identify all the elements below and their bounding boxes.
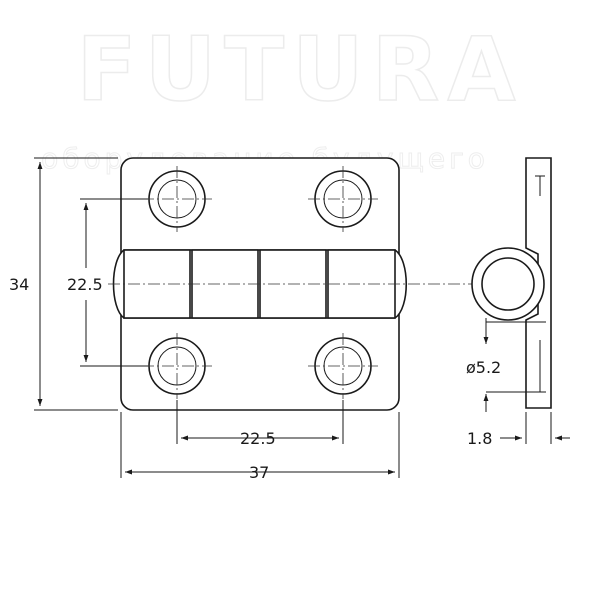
hinge-side-view bbox=[471, 157, 552, 409]
dimension-width-label: 37 bbox=[249, 463, 269, 482]
dimension-hole-spacing-vertical: 22.5 bbox=[67, 198, 148, 367]
dimension-width: 37 bbox=[120, 412, 400, 482]
dimension-height-label: 34 bbox=[9, 275, 29, 294]
knuckle-inner-circle bbox=[481, 257, 535, 311]
dimension-thickness: 1.8 bbox=[467, 412, 570, 448]
hinge-front-view bbox=[108, 157, 548, 411]
dimension-hole-diameter-label: ø5.2 bbox=[466, 358, 501, 377]
dimension-hole-diameter: ø5.2 bbox=[466, 318, 546, 412]
dimension-hole-spacing-vertical-label: 22.5 bbox=[67, 275, 103, 294]
dimension-hole-spacing-horizontal: 22.5 bbox=[176, 400, 344, 448]
dimension-thickness-label: 1.8 bbox=[467, 429, 492, 448]
watermark-title: FUTURA bbox=[77, 18, 524, 121]
dimension-height: 34 bbox=[9, 157, 118, 411]
dimension-hole-spacing-horizontal-label: 22.5 bbox=[240, 429, 276, 448]
